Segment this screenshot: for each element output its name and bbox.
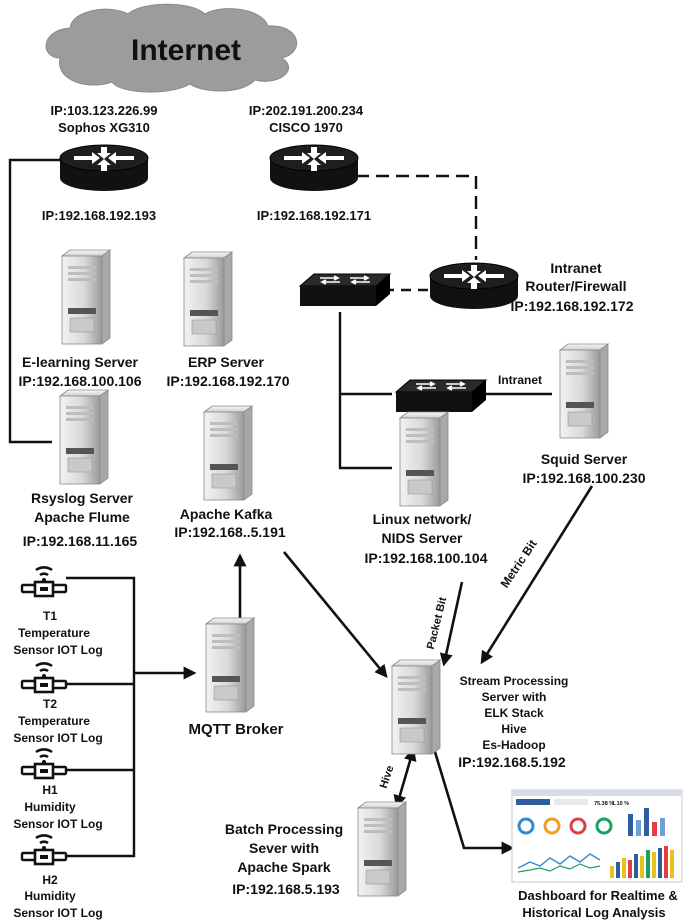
cisco-private-ip: IP:192.168.192.171 bbox=[257, 208, 371, 223]
mqtt-name: MQTT Broker bbox=[188, 721, 283, 738]
link-cisco-intranet bbox=[356, 174, 478, 260]
labels: IP:103.123.226.99 Sophos XG310 IP:192.16… bbox=[13, 103, 678, 920]
sensor-t2-id: T2 bbox=[43, 697, 57, 711]
stream-line3: ELK Stack bbox=[484, 706, 544, 720]
sensor-t1-line1: Temperature bbox=[18, 626, 90, 640]
squid-server-icon bbox=[559, 343, 609, 439]
switch-secondary-icon bbox=[395, 379, 487, 413]
stream-line4: Hive bbox=[501, 722, 527, 736]
sensor-h1-line1: Humidity bbox=[24, 800, 76, 814]
stream-line2: Server with bbox=[482, 690, 547, 704]
link-switch-down bbox=[338, 312, 392, 470]
sensor-t2-icon bbox=[20, 662, 68, 694]
dashboard-caption-line2: Historical Log Analysis bbox=[522, 905, 665, 920]
sophos-name: Sophos XG310 bbox=[58, 120, 150, 135]
mqtt-server-icon bbox=[205, 617, 255, 713]
arrow-linux-stream bbox=[439, 581, 464, 667]
batch-line1: Batch Processing bbox=[225, 821, 343, 837]
intranet-router-line1: Intranet bbox=[550, 260, 602, 276]
router-cisco-icon bbox=[269, 144, 359, 192]
elearning-ip: IP:192.168.100.106 bbox=[19, 373, 142, 389]
erp-ip: IP:192.168.192.170 bbox=[167, 373, 290, 389]
metric-bit-label: Metric Bit bbox=[498, 537, 540, 590]
linux-line2: NIDS Server bbox=[382, 530, 463, 546]
switch-main-icon bbox=[299, 273, 391, 307]
arrows bbox=[134, 485, 594, 855]
rsyslog-ip: IP:192.168.11.165 bbox=[23, 533, 138, 549]
stream-server-icon bbox=[391, 659, 441, 755]
sensor-t2-line1: Temperature bbox=[18, 714, 90, 728]
arrow-stream-batch bbox=[393, 747, 417, 809]
kafka-name: Apache Kafka bbox=[180, 506, 273, 522]
link-sophos-backbone bbox=[8, 158, 60, 444]
batch-line3: Apache Spark bbox=[237, 859, 331, 875]
cisco-public-ip: IP:202.191.200.234 bbox=[249, 103, 364, 118]
internet-label: Internet bbox=[131, 34, 241, 67]
linux-line1: Linux network/ bbox=[373, 511, 472, 527]
router-sophos-icon bbox=[59, 144, 149, 192]
linux-server-icon bbox=[399, 411, 449, 507]
link-sensor-t1 bbox=[66, 576, 136, 858]
sensor-t1-icon bbox=[20, 566, 68, 598]
sensor-t2-line2: Sensor IOT Log bbox=[13, 731, 102, 745]
cisco-name: CISCO 1970 bbox=[269, 120, 343, 135]
rsyslog-line1: Rsyslog Server bbox=[31, 490, 133, 506]
rsyslog-line2: Apache Flume bbox=[34, 509, 130, 525]
sensor-h2-id: H2 bbox=[42, 873, 58, 887]
sensor-t1-line2: Sensor IOT Log bbox=[13, 643, 102, 657]
linux-ip: IP:192.168.100.104 bbox=[365, 550, 488, 566]
internet-cloud: Internet bbox=[45, 3, 298, 93]
sophos-public-ip: IP:103.123.226.99 bbox=[51, 103, 158, 118]
arrow-stream-dashboard bbox=[430, 741, 515, 855]
intranet-edge-label: Intranet bbox=[498, 373, 542, 387]
stream-ip: IP:192.168.5.192 bbox=[458, 754, 566, 770]
sensor-t1-id: T1 bbox=[43, 609, 57, 623]
squid-name: Squid Server bbox=[541, 451, 628, 467]
elearning-server-icon bbox=[61, 249, 111, 345]
sensor-h1-icon bbox=[20, 748, 68, 780]
connections bbox=[8, 158, 552, 858]
kafka-server-icon bbox=[203, 405, 253, 501]
dashboard-kpi-1: 75.38 % bbox=[594, 801, 614, 807]
dashboard-thumbnail: 75.38 % 1.10 % bbox=[511, 789, 683, 883]
stream-line1: Stream Processing bbox=[460, 674, 569, 688]
router-intranet-icon bbox=[429, 262, 519, 310]
batch-ip: IP:192.168.5.193 bbox=[232, 881, 340, 897]
stream-line5: Es-Hadoop bbox=[482, 738, 545, 752]
arrow-kafka-stream bbox=[282, 551, 388, 679]
sensor-h2-line1: Humidity bbox=[24, 889, 76, 903]
dashboard-kpi-2: 1.10 % bbox=[612, 801, 629, 807]
sophos-private-ip: IP:192.168.192.193 bbox=[42, 208, 156, 223]
erp-name: ERP Server bbox=[188, 354, 265, 370]
batch-server-icon bbox=[357, 801, 407, 897]
intranet-router-line2: Router/Firewall bbox=[525, 278, 626, 294]
sensor-h2-line2: Sensor IOT Log bbox=[13, 906, 102, 920]
rsyslog-server-icon bbox=[59, 389, 109, 485]
sensor-h1-id: H1 bbox=[42, 783, 58, 797]
arrow-squid-stream bbox=[480, 485, 594, 665]
packet-bit-label: Packet Bit bbox=[425, 596, 450, 651]
intranet-router-ip: IP:192.168.192.172 bbox=[511, 298, 634, 314]
squid-ip: IP:192.168.100.230 bbox=[523, 470, 646, 486]
sensor-h1-line2: Sensor IOT Log bbox=[13, 817, 102, 831]
dashboard-caption-line1: Dashboard for Realtime & bbox=[518, 888, 678, 903]
batch-line2: Sever with bbox=[249, 840, 319, 856]
sensor-h2-icon bbox=[20, 834, 68, 866]
kafka-ip: IP:192.168..5.191 bbox=[174, 524, 286, 540]
hive-edge-label: Hive bbox=[378, 764, 397, 790]
elearning-name: E-learning Server bbox=[22, 354, 138, 370]
erp-server-icon bbox=[183, 251, 233, 347]
